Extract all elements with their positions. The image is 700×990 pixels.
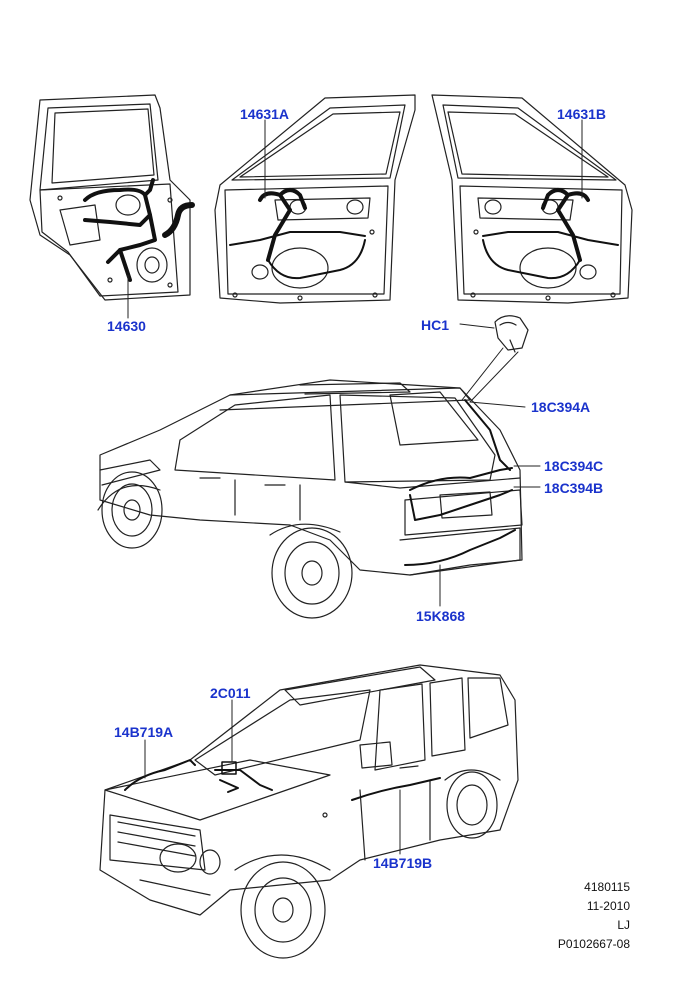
part-label-18c394a: 18C394A bbox=[531, 399, 591, 415]
part-label-hc1: HC1 bbox=[421, 317, 450, 333]
illustration-number: 4180115 bbox=[584, 880, 630, 894]
front-door-b-harness bbox=[482, 188, 619, 280]
part-label-14631a: 14631A bbox=[240, 106, 290, 122]
front-vehicle-body bbox=[99, 664, 519, 959]
part-label-14b719a: 14B719A bbox=[114, 724, 174, 740]
part-label-14b719b: 14B719B bbox=[373, 855, 433, 871]
rear-door-harness bbox=[83, 178, 195, 282]
rear-harness bbox=[404, 399, 516, 566]
hc1-clip bbox=[494, 315, 529, 353]
part-label-18c394b: 18C394B bbox=[544, 480, 604, 496]
part-label-18c394c: 18C394C bbox=[544, 458, 604, 474]
part-label-14631b: 14631B bbox=[557, 106, 607, 122]
rear-vehicle-body bbox=[97, 379, 523, 619]
front-harness bbox=[124, 759, 441, 801]
part-label-2c011: 2C011 bbox=[210, 685, 251, 701]
front-door-a-harness bbox=[229, 188, 366, 280]
front-door-b-panel bbox=[431, 94, 633, 304]
rear-door-panel bbox=[29, 94, 191, 301]
part-label-15k868: 15K868 bbox=[416, 608, 466, 624]
author-initials: LJ bbox=[617, 918, 630, 932]
drawing-reference: P0102667-08 bbox=[557, 937, 630, 951]
front-door-a-panel bbox=[214, 94, 416, 304]
part-label-14630: 14630 bbox=[107, 318, 146, 334]
revision-date: 11-2010 bbox=[586, 899, 630, 913]
